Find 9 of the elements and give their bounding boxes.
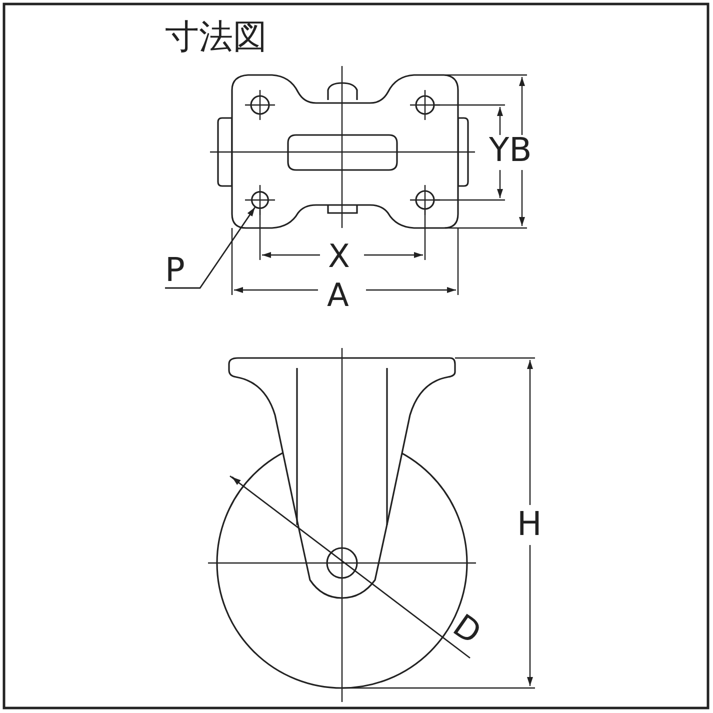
dimension-label: H (517, 507, 542, 540)
dimension-label: D (448, 608, 487, 650)
callout-letter: P (165, 252, 195, 288)
mounting-hole (251, 191, 269, 209)
dimension-label: YB (489, 133, 532, 166)
dimension-label: A (327, 279, 349, 311)
dimension-label: X (328, 240, 350, 272)
leader-line (165, 207, 256, 289)
drawing-title: 寸法図 (165, 20, 267, 54)
